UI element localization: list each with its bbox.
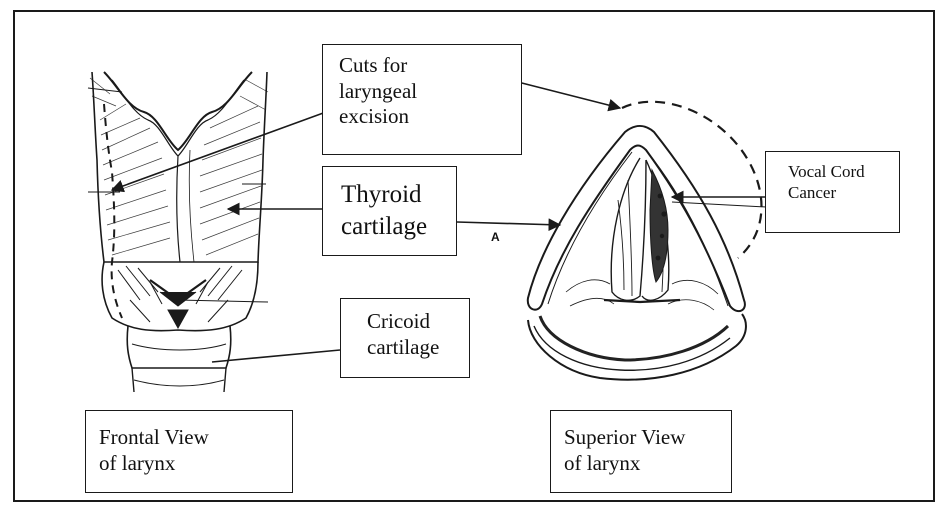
superior-larynx-drawing (528, 102, 762, 380)
superior-view-caption: Superior View of larynx (550, 410, 732, 493)
frontal-excision-cut-line (104, 104, 122, 318)
thyroid-cartilage-superior-outline (528, 126, 745, 311)
vocal-cord-tumor (650, 170, 668, 282)
vocal-cord-cancer-label: Vocal Cord Cancer (765, 151, 900, 233)
thyroid-cartilage-label: Thyroid cartilage (322, 166, 457, 256)
thyroid-notch (104, 72, 252, 150)
thyroid-cartilage-outline (92, 72, 267, 262)
figure-marker: A (491, 230, 500, 244)
cricoid-leader-line (212, 350, 340, 362)
cuts-arrow-superior (510, 80, 620, 108)
thyroid-arrow-superior (457, 222, 560, 225)
cricoid-cartilage-label: Cricoid cartilage (340, 298, 470, 378)
frontal-larynx-drawing (88, 72, 268, 392)
cuts-for-laryngeal-excision-label: Cuts for laryngeal excision (322, 44, 522, 155)
frontal-view-caption: Frontal View of larynx (85, 410, 293, 493)
